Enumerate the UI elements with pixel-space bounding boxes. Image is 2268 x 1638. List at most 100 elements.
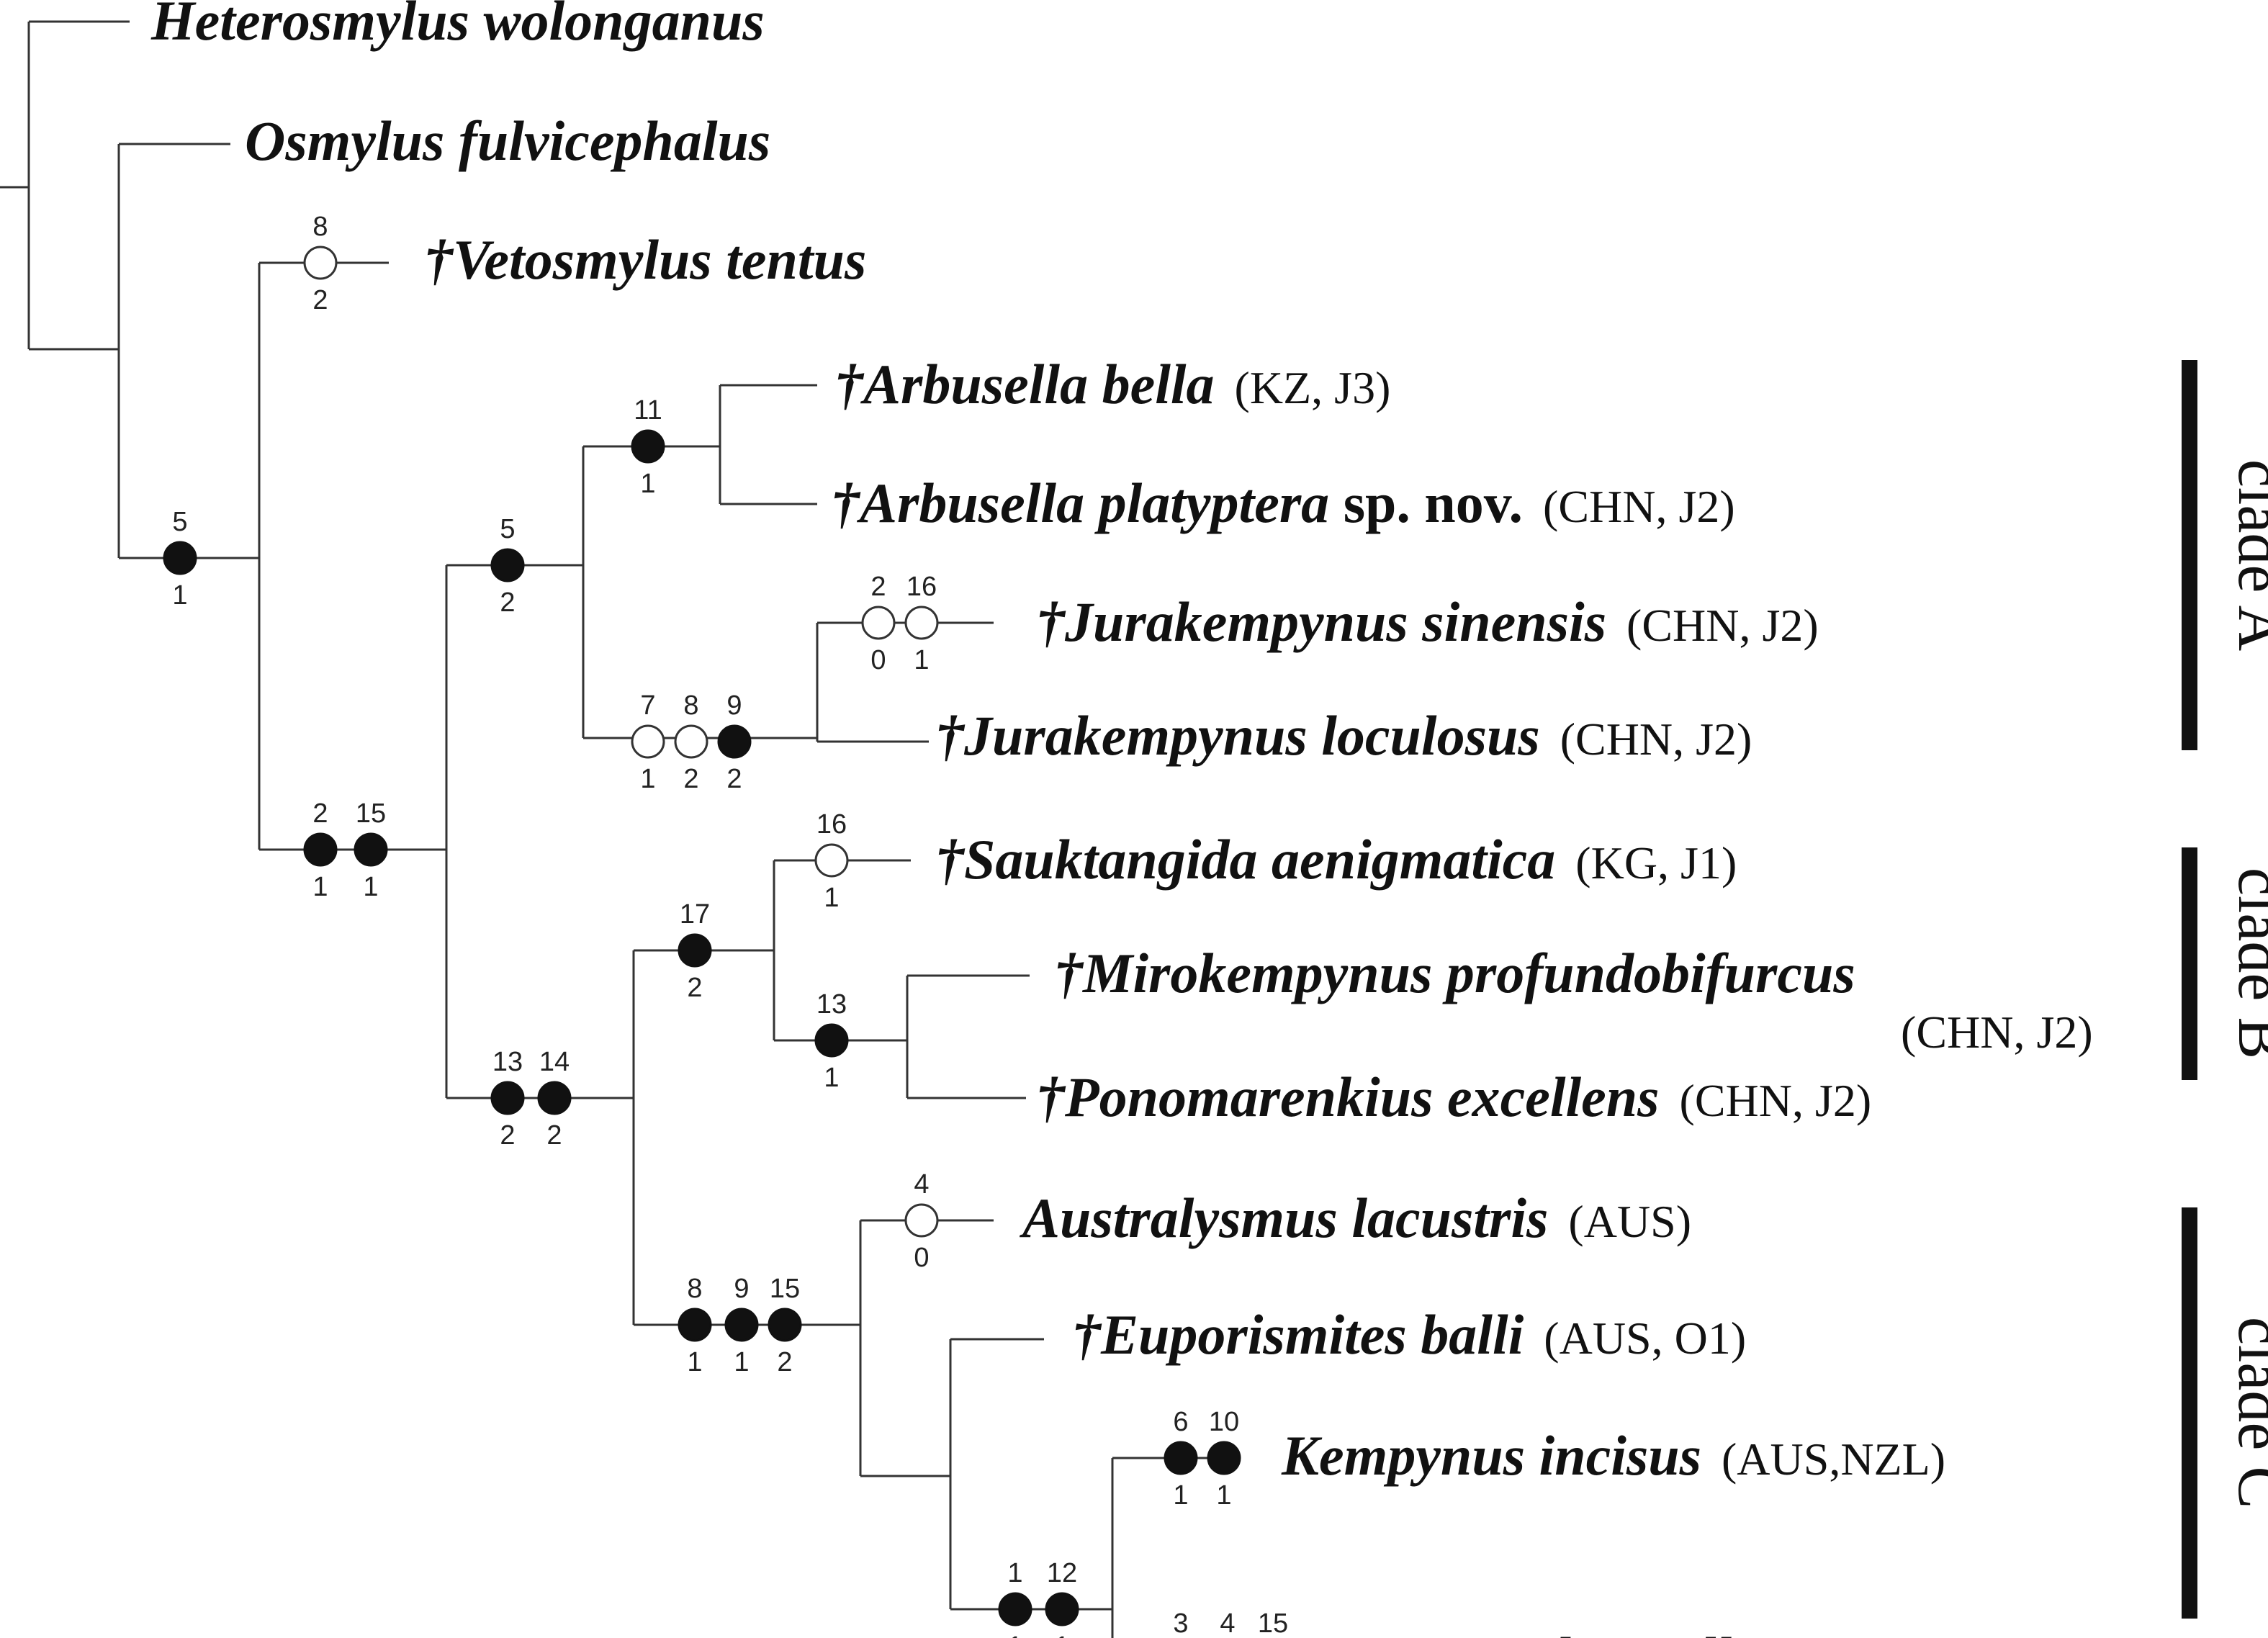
taxon-label-australysmus: Australysmus lacustris(AUS) [1019, 1187, 1691, 1249]
open-node-icon [303, 246, 338, 280]
open-node-icon [814, 843, 849, 878]
character-state-marker: 151 [354, 798, 388, 902]
state-number: 2 [777, 1347, 792, 1377]
character-number: 2 [312, 798, 328, 829]
state-number: 2 [312, 285, 328, 315]
state-number: 1 [1007, 1632, 1022, 1638]
character-state-marker: 30 [1173, 1608, 1188, 1638]
filled-node-icon [163, 541, 197, 575]
filled-node-icon [768, 1308, 802, 1342]
taxon-label-euporismites: †Euporismites balli(AUS, O1) [1073, 1303, 1746, 1366]
character-number: 15 [356, 798, 386, 829]
filled-node-icon [678, 933, 712, 968]
taxon-label-jurakempynus-sinensis: †Jurakempynus sinensis (CHN, J2) [1037, 590, 1819, 653]
character-state-marker: 14 2 [537, 1047, 572, 1151]
character-number: 10 [1209, 1407, 1239, 1437]
open-node-icon [674, 724, 708, 759]
taxon-name: †Ponomarenkius excellens [1037, 1066, 1660, 1128]
character-number: 8 [683, 690, 698, 721]
taxon-locality: (AUS, O1) [1544, 1313, 1746, 1364]
character-state-marker: 121 [1045, 1558, 1079, 1638]
character-number: 5 [500, 514, 515, 544]
clade-b-bar [2182, 847, 2197, 1080]
filled-node-icon [678, 1308, 712, 1342]
character-state-marker: 40 [1220, 1608, 1235, 1638]
clade-c-label: clade C [2225, 1317, 2268, 1508]
character-state-marker: 92 [717, 690, 752, 794]
taxon-name: †Jurakempynus sinensis [1037, 590, 1606, 653]
character-state-marker: 152 [768, 1274, 802, 1377]
character-state-marker: 131 [814, 989, 849, 1093]
taxon-locality: (AUS,NZL) [1722, 1434, 1945, 1485]
character-number: 13 [492, 1047, 523, 1077]
state-number: 0 [870, 645, 886, 675]
state-number: 1 [640, 469, 655, 499]
taxon-locality: (KG, J1) [1575, 837, 1737, 888]
state-number: 2 [683, 764, 698, 794]
character-number: 11 [634, 395, 662, 426]
taxon-locality: (AUS) [1568, 1196, 1691, 1247]
taxon-label-arbusella-bella: †Arbusella bella(KZ, J3) [835, 353, 1390, 415]
character-number: 7 [640, 690, 655, 721]
character-state-marker: 150 [1258, 1608, 1288, 1638]
taxon-locality: (CHN, J2) [1543, 481, 1735, 532]
filled-node-icon [998, 1592, 1032, 1626]
clade-brackets: clade Aclade Bclade C [2182, 360, 2268, 1619]
state-number: 1 [824, 1063, 839, 1093]
filled-node-icon [490, 548, 525, 582]
taxon-name: †Jurakempynus loculosus [936, 704, 1540, 767]
state-number: 2 [687, 973, 702, 1003]
character-state-marker: 81 [678, 1274, 712, 1377]
character-state-marker: 71 [631, 690, 665, 794]
clade-c-bar [2182, 1207, 2197, 1619]
character-state-marker: 111 [631, 395, 665, 499]
taxon-status: sp. nov. [1329, 472, 1523, 534]
character-state-marker: 161 [814, 809, 849, 913]
character-number: 4 [914, 1169, 929, 1200]
taxon-locality: (CHN, J2) [1560, 714, 1752, 765]
taxon-name: †Sauktangida aenigmatica [936, 828, 1555, 891]
state-number: 1 [312, 872, 328, 902]
taxon-name: Osmylus fulvicephalus [245, 109, 770, 172]
state-number: 1 [824, 883, 839, 913]
taxon-label-kempynus: Kempynus incisus(AUS,NZL) [1281, 1424, 1945, 1487]
state-number: 1 [1173, 1480, 1188, 1511]
character-state-marker: 17 2 [678, 899, 712, 1003]
filled-node-icon [1045, 1592, 1079, 1626]
state-number: 2 [500, 1120, 515, 1151]
character-number: 4 [1220, 1608, 1235, 1638]
character-state-marker: 20 [861, 572, 896, 675]
character-number: 2 [870, 572, 886, 602]
filled-node-icon [717, 724, 752, 759]
character-number: 15 [1258, 1608, 1288, 1638]
taxon-locality: (CHN, J2) [1901, 1007, 2093, 1058]
taxon-label-heterosmylus: Heterosmylus wolonganus [150, 0, 765, 52]
taxon-label-ponomarenkius: †Ponomarenkius excellens(CHN, J2) [1037, 1066, 1871, 1128]
open-node-icon [904, 1203, 939, 1238]
state-number: 2 [546, 1120, 562, 1151]
clade-a-bar [2182, 360, 2197, 750]
taxon-name: Euosmylus stellae [1367, 1626, 1785, 1638]
open-node-icon [861, 606, 896, 640]
filled-node-icon [631, 429, 665, 464]
character-state-marker: 101 [1207, 1407, 1241, 1511]
taxon-locality: (CHN, J2) [1626, 600, 1819, 651]
character-number: 17 [680, 899, 710, 930]
taxon-locality: (NZL) [1805, 1635, 1925, 1638]
character-number: 6 [1173, 1407, 1188, 1437]
character-state-marker: 11 [998, 1558, 1032, 1638]
open-node-icon [631, 724, 665, 759]
filled-node-icon [724, 1308, 759, 1342]
taxon-name: †Arbusella platyptera [832, 472, 1329, 534]
filled-node-icon [490, 1081, 525, 1115]
taxon-label-sauktangida: †Sauktangida aenigmatica (KG, J1) [936, 828, 1737, 891]
character-number: 14 [539, 1047, 570, 1077]
character-state-marker: 61 [1164, 1407, 1198, 1511]
character-state-marker: 82 [674, 690, 708, 794]
character-state-marker: 40 [904, 1169, 939, 1273]
character-number: 8 [312, 212, 328, 242]
state-number: 2 [726, 764, 742, 794]
character-number: 1 [1007, 1558, 1022, 1588]
